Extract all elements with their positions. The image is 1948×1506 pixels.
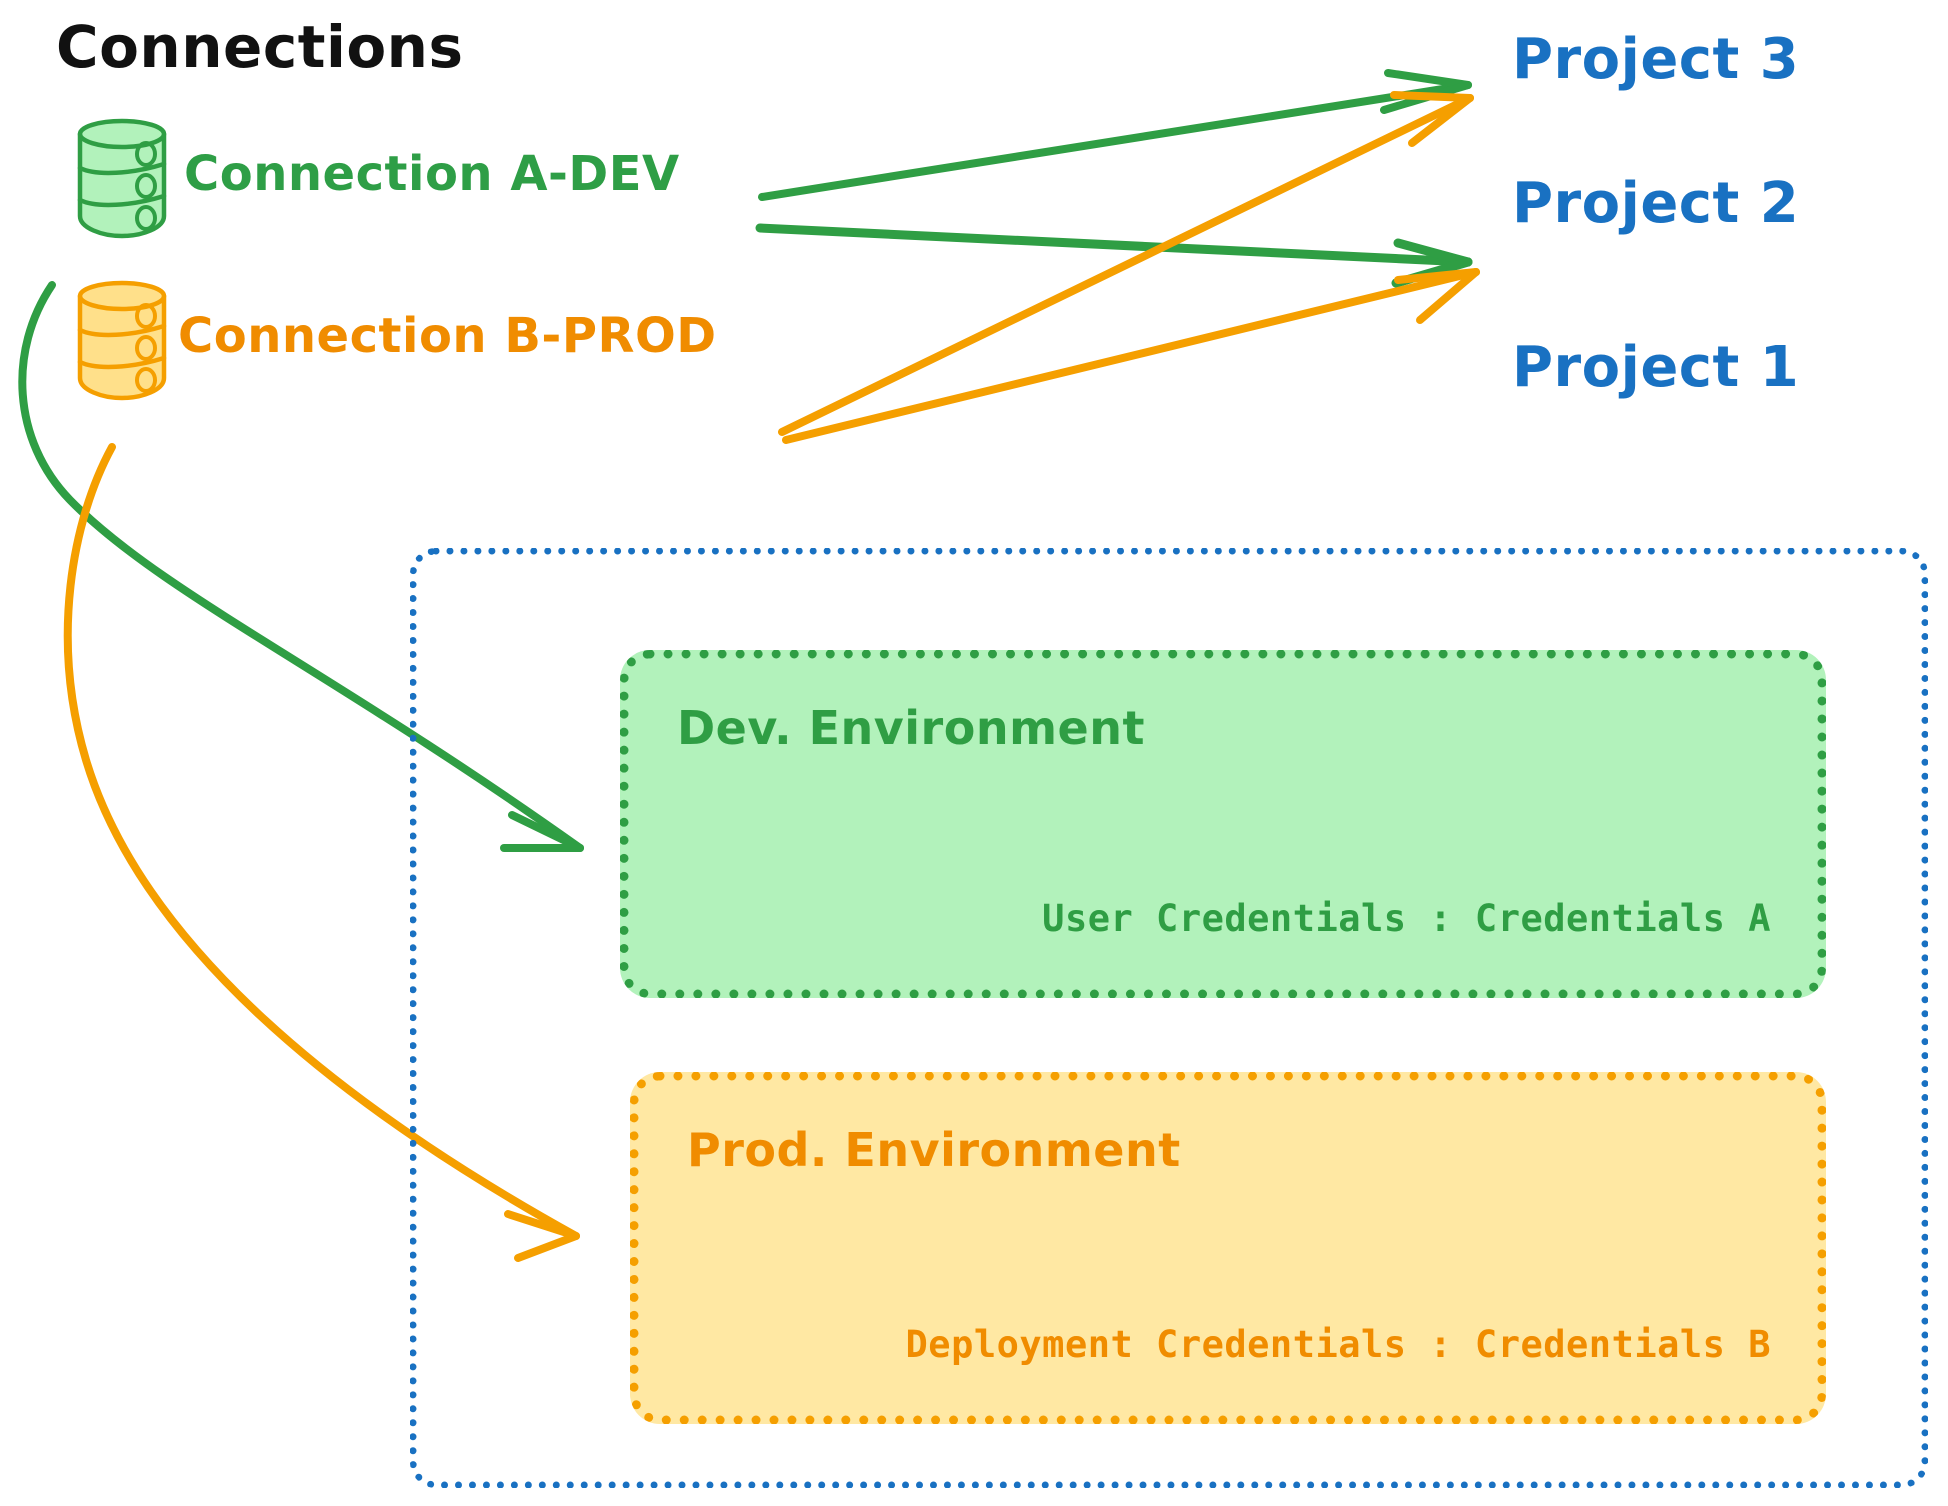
database-icon-connection-a — [77, 118, 167, 239]
dev-environment-title: Dev. Environment — [677, 701, 1145, 755]
connection-a-dev-label[interactable]: Connection A-DEV — [184, 146, 680, 202]
project-2-label[interactable]: Project 2 — [1512, 171, 1800, 236]
edge-conn-a-to-project-3 — [758, 69, 1472, 201]
dev-environment-box[interactable]: Dev. Environment User Credentials : Cred… — [620, 650, 1826, 998]
page-title: Connections — [56, 13, 464, 81]
project-1-container — [410, 548, 1928, 1488]
edge-conn-b-to-project-3 — [778, 91, 1474, 436]
prod-environment-title: Prod. Environment — [687, 1123, 1181, 1177]
edge-conn-b-to-project-2 — [782, 268, 1480, 444]
prod-environment-box[interactable]: Prod. Environment Deployment Credentials… — [630, 1072, 1826, 1424]
dev-environment-credentials: User Credentials : Credentials A — [1042, 897, 1771, 940]
prod-environment-credentials: Deployment Credentials : Credentials B — [905, 1323, 1771, 1366]
project-3-label[interactable]: Project 3 — [1512, 27, 1800, 92]
edge-conn-a-to-project-2 — [755, 223, 1473, 288]
project-1-label[interactable]: Project 1 — [1512, 335, 1800, 400]
connection-b-prod-label[interactable]: Connection B-PROD — [178, 308, 717, 364]
database-icon-connection-b — [77, 280, 167, 401]
